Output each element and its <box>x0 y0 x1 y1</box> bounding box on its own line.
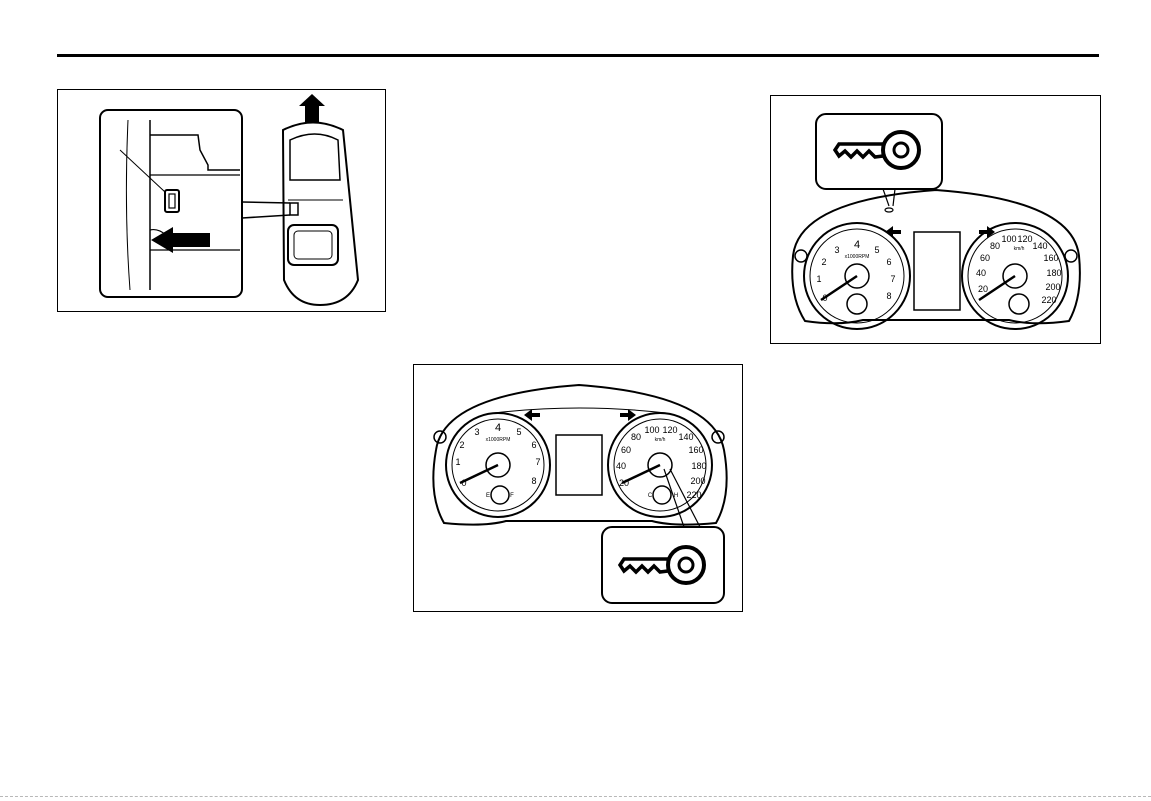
remote-body <box>283 123 358 306</box>
tach-unit: x1000RPM <box>486 437 511 443</box>
bottom-dashed-rule <box>0 796 1151 797</box>
center-display <box>556 435 602 495</box>
speed-tick-60: 60 <box>980 253 990 263</box>
turn-left-icon <box>885 226 901 238</box>
tach-tick-0: 0 <box>461 478 466 488</box>
tach-tick-6: 6 <box>531 440 536 450</box>
tach-tick-4: 4 <box>495 422 501 434</box>
speed-tick-20: 20 <box>619 478 629 488</box>
cluster-housing <box>792 190 1080 323</box>
speed-tick-120: 120 <box>662 425 677 435</box>
speed-unit: km/h <box>1014 246 1025 252</box>
speed-tick-140: 140 <box>1032 241 1047 251</box>
speed-tick-80: 80 <box>631 432 641 442</box>
speed-tick-40: 40 <box>616 461 626 471</box>
figure-cluster-callout-top: 0 1 2 3 4 5 6 7 8 x1000RPM 20 40 60 80 1… <box>770 95 1101 344</box>
header-rule <box>57 54 1099 57</box>
tach-tick-5: 5 <box>516 427 521 437</box>
speed-tick-180: 180 <box>691 461 706 471</box>
tach-tick-4: 4 <box>854 239 860 251</box>
speed-unit: km/h <box>655 437 666 443</box>
tach-tick-2: 2 <box>821 257 826 267</box>
tach-tick-2: 2 <box>459 440 464 450</box>
speed-tick-200: 200 <box>1045 282 1060 292</box>
speed-tick-160: 160 <box>688 445 703 455</box>
tach-tick-1: 1 <box>455 457 460 467</box>
speed-tick-120: 120 <box>1017 234 1032 244</box>
tach-tick-7: 7 <box>890 274 895 284</box>
speed-tick-80: 80 <box>990 241 1000 251</box>
tach-tick-1: 1 <box>816 274 821 284</box>
fob-switch <box>290 203 298 215</box>
tach-tick-3: 3 <box>474 427 479 437</box>
cluster-housing <box>433 385 726 525</box>
tach-tick-0: 0 <box>822 293 827 303</box>
speed-tick-20: 20 <box>978 284 988 294</box>
temp-cold-label: C <box>648 493 653 499</box>
speed-tick-40: 40 <box>976 268 986 278</box>
arrow-up-icon <box>299 94 325 122</box>
tach-tick-7: 7 <box>535 457 540 467</box>
speed-tick-60: 60 <box>621 445 631 455</box>
speed-tick-160: 160 <box>1043 253 1058 263</box>
tach-tick-8: 8 <box>531 476 536 486</box>
speed-tick-100: 100 <box>644 425 659 435</box>
speed-tick-140: 140 <box>678 432 693 442</box>
tach-tick-8: 8 <box>886 291 891 301</box>
fuel-full-label: F <box>510 493 514 499</box>
tach-tick-3: 3 <box>834 245 839 255</box>
speed-tick-200: 200 <box>690 476 705 486</box>
figure-cluster-callout-bottom: 0 1 2 3 4 5 6 7 8 x1000RPM E F 20 40 60 … <box>413 364 743 612</box>
tach-unit: x1000RPM <box>845 254 870 260</box>
turn-left-icon <box>524 409 540 421</box>
speed-tick-180: 180 <box>1046 268 1061 278</box>
speed-tick-100: 100 <box>1001 234 1016 244</box>
cluster-illustration-bottom: 0 1 2 3 4 5 6 7 8 x1000RPM E F 20 40 60 … <box>414 365 744 613</box>
tach-tick-5: 5 <box>874 245 879 255</box>
speed-tick-220: 220 <box>1041 295 1056 305</box>
zoom-callout <box>100 110 242 297</box>
figure-remote-release <box>57 89 386 312</box>
tach-tick-6: 6 <box>886 257 891 267</box>
temp-hot-label: H <box>674 493 678 499</box>
speed-tick-220: 220 <box>686 490 701 500</box>
remote-illustration <box>58 90 387 313</box>
fuel-empty-label: E <box>486 493 490 499</box>
cluster-illustration-top: 0 1 2 3 4 5 6 7 8 x1000RPM 20 40 60 80 1… <box>771 96 1102 345</box>
center-display <box>914 232 960 310</box>
